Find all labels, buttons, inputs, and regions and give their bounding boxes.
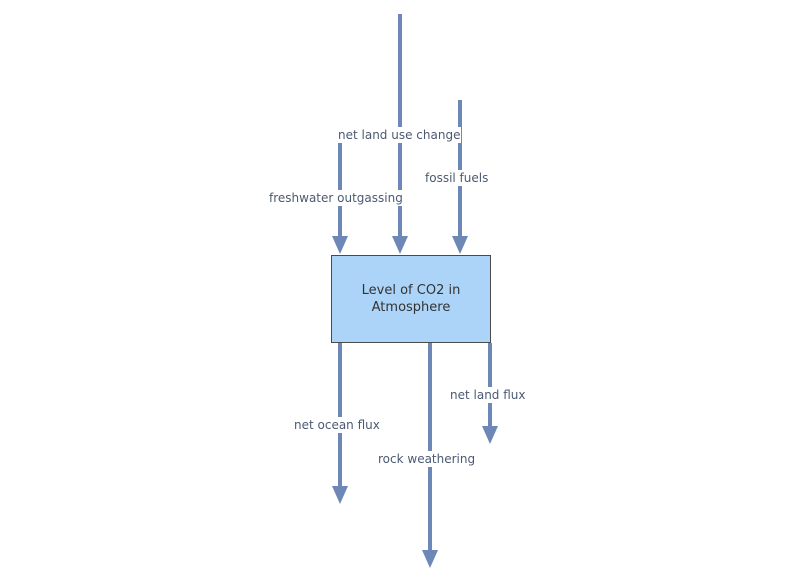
- net-land-use-change-label: net land use change: [337, 127, 462, 143]
- freshwater-outgassing-label: freshwater outgassing: [268, 190, 404, 206]
- net-land-flux-arrowhead: [482, 426, 498, 444]
- net-ocean-flux-label: net ocean flux: [293, 417, 381, 433]
- co2-stock-label: Level of CO2 in Atmosphere: [361, 283, 461, 315]
- net-land-flux-label: net land flux: [449, 387, 527, 403]
- rock-weathering-arrowhead: [422, 550, 438, 568]
- rock-weathering-label: rock weathering: [377, 451, 477, 467]
- fossil-fuels-label: fossil fuels: [424, 170, 490, 186]
- co2-stock-box: Level of CO2 in Atmosphere: [331, 255, 491, 343]
- net-land-use-change-arrowhead: [392, 236, 408, 254]
- fossil-fuels-arrowhead: [452, 236, 468, 254]
- freshwater-outgassing-arrowhead: [332, 236, 348, 254]
- net-ocean-flux-arrowhead: [332, 486, 348, 504]
